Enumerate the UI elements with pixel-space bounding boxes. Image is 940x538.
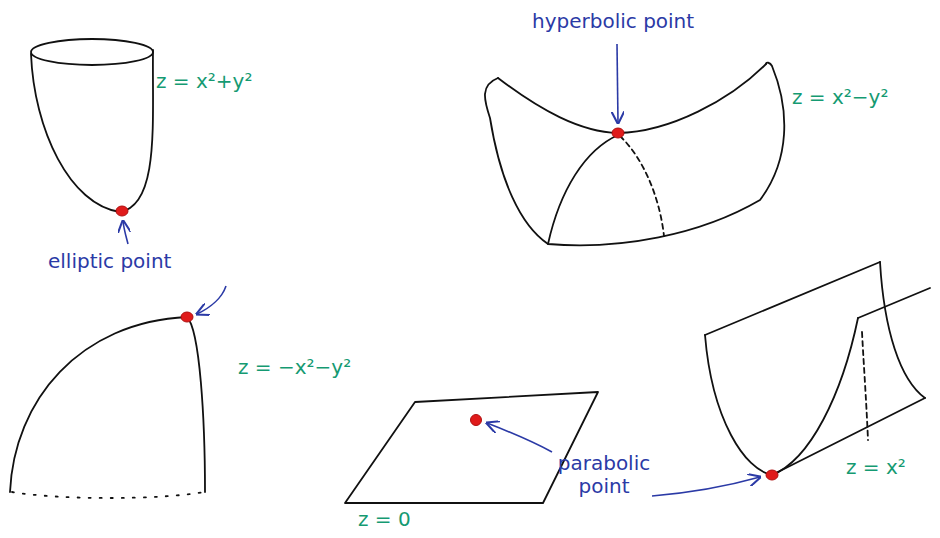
point-type-label: parabolic point	[552, 452, 656, 498]
elliptic-point-dot	[116, 206, 128, 216]
leader-arrow	[197, 286, 226, 314]
parabolic-point-dot	[471, 415, 482, 426]
equation-label: z = x²+y²	[156, 70, 252, 93]
parabolic-point-dot	[766, 470, 778, 480]
point-type-label: hyperbolic point	[532, 10, 694, 33]
hyperbolic-point-dot	[612, 128, 624, 138]
dome-surface	[10, 317, 205, 498]
point-type-label: elliptic point	[48, 250, 171, 273]
equation-label: z = x²	[846, 456, 906, 479]
equation-label: z = −x²−y²	[238, 356, 351, 379]
bowl-surface	[31, 39, 153, 212]
leader-arrow	[617, 44, 618, 123]
leader-arrow	[652, 477, 760, 496]
saddle-surface	[485, 63, 784, 246]
cylinder-surface	[705, 262, 930, 475]
elliptic-point-dot	[181, 312, 193, 322]
leader-arrow	[487, 423, 552, 452]
equation-label: z = 0	[358, 508, 411, 531]
equation-label: z = x²−y²	[792, 86, 888, 109]
plane-surface	[345, 392, 598, 503]
leader-arrow	[123, 221, 128, 244]
